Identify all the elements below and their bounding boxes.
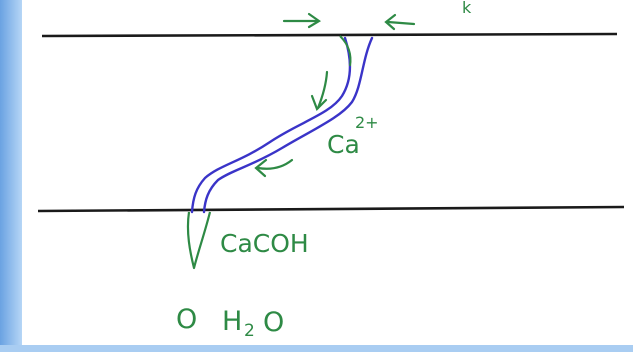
arrow-left-icon xyxy=(384,13,416,31)
water-label: H xyxy=(222,306,242,337)
upper-boundary-line xyxy=(41,32,618,38)
water-suffix-label: O xyxy=(263,307,284,338)
calcium-ion-label: Ca xyxy=(327,130,360,159)
arrow-down-icon xyxy=(310,70,329,111)
crack-right-wall xyxy=(202,36,374,214)
curved-arrow-left-icon xyxy=(254,158,294,178)
water-prefix-label: O xyxy=(176,304,197,335)
water-subscript: 2 xyxy=(244,321,255,341)
crack-left-wall xyxy=(190,36,352,214)
bottom-border-strip xyxy=(0,345,633,352)
calcium-ion-charge: 2+ xyxy=(355,113,379,132)
deposit-pouch xyxy=(186,211,212,270)
crack-top-outline xyxy=(339,35,352,67)
lower-boundary-line xyxy=(37,205,625,213)
clipped-top-mark: k xyxy=(462,0,472,17)
arrow-right-icon xyxy=(282,12,322,29)
deposit-label: CaCOH xyxy=(220,229,309,258)
left-border-gradient xyxy=(0,0,22,352)
